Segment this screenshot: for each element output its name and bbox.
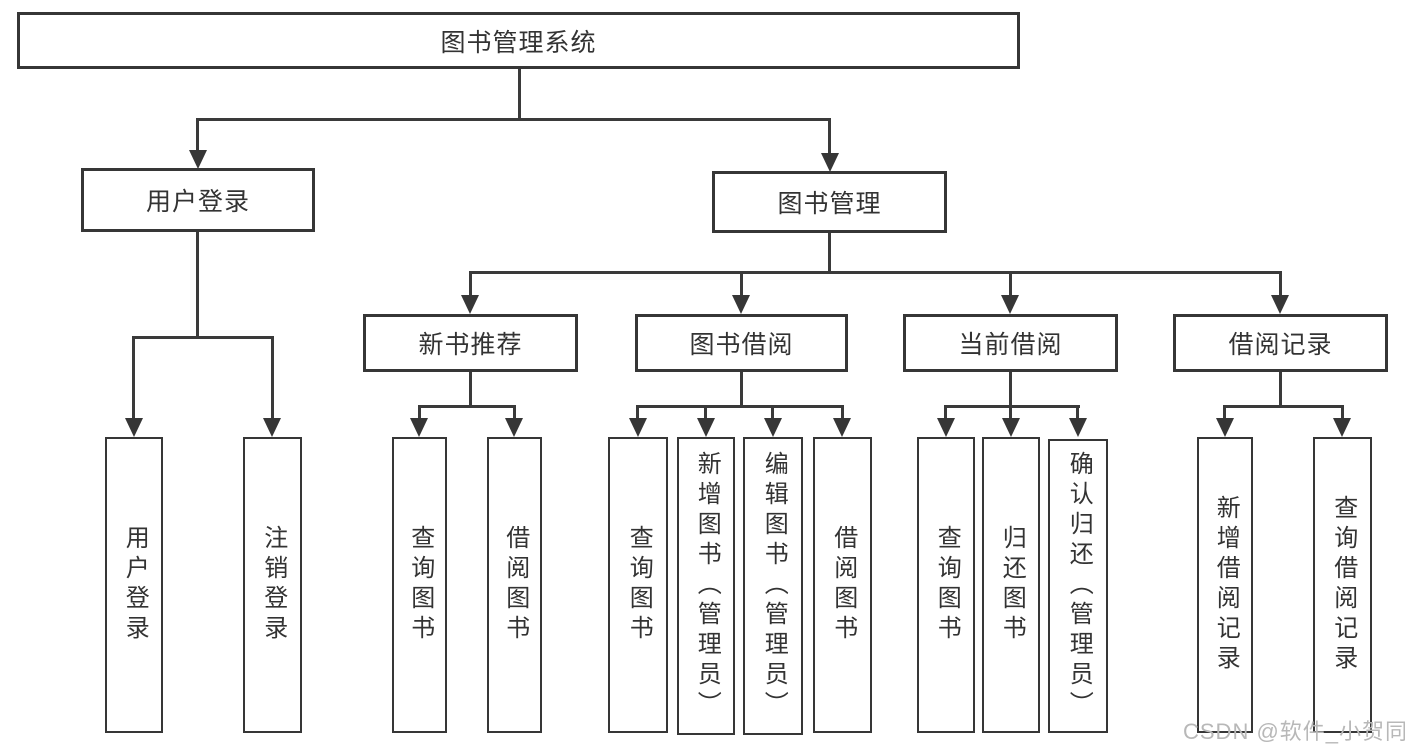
- leaf-label: 新增图书（管理员）: [693, 451, 721, 721]
- connector-newrec-stem: [469, 372, 472, 405]
- arrowhead-leaf: [263, 418, 281, 437]
- connector-leaf-shaft: [271, 336, 274, 420]
- arrowhead-leaf: [410, 418, 428, 437]
- node-borrowing-records: 借阅记录: [1173, 314, 1388, 372]
- arrowhead-leaf: [1002, 418, 1020, 437]
- connector-bookmgmt-stem: [828, 233, 831, 271]
- node-book-management: 图书管理: [712, 171, 947, 233]
- connector-midnode-shaft: [1279, 271, 1282, 297]
- node-current-borrowing: 当前借阅: [903, 314, 1118, 372]
- leaf-label: 归还图书: [998, 525, 1026, 645]
- arrowhead-leaf: [1333, 418, 1351, 437]
- connector-midnode-shaft: [469, 271, 472, 297]
- leaf-borrow-edit-books-admin: 编辑图书（管理员）: [743, 437, 803, 735]
- arrowhead-leaf: [1216, 418, 1234, 437]
- leaf-label: 查询图书: [406, 525, 434, 645]
- connector-userlogin-shaft: [196, 118, 199, 152]
- leaf-logout: 注销登录: [243, 437, 302, 733]
- arrowhead-leaf: [833, 418, 851, 437]
- node-label: 图书借阅: [689, 331, 794, 359]
- leaf-label: 编辑图书（管理员）: [760, 451, 788, 721]
- leaf-newrec-borrow-books: 借阅图书: [487, 437, 542, 733]
- arrowhead-leaf: [764, 418, 782, 437]
- arrowhead-leaf: [697, 418, 715, 437]
- connector-leaf-shaft: [132, 336, 135, 420]
- node-label: 图书管理系统: [440, 28, 597, 57]
- connector-borrow-bus: [636, 405, 843, 408]
- leaf-borrow-borrow-books: 借阅图书: [813, 437, 872, 733]
- arrowhead-midnode: [1271, 295, 1289, 314]
- arrowhead-leaf: [937, 418, 955, 437]
- arrowhead-leaf: [505, 418, 523, 437]
- connector-midnode-shaft: [740, 271, 743, 297]
- leaf-records-query-record: 查询借阅记录: [1313, 437, 1372, 733]
- arrowhead-midnode: [732, 295, 750, 314]
- connector-userlogin-stem: [196, 232, 199, 336]
- leaf-records-add-record: 新增借阅记录: [1197, 437, 1253, 733]
- arrowhead-leaf: [125, 418, 143, 437]
- leaf-label: 查询图书: [933, 525, 961, 645]
- connector-leaf-shaft: [704, 405, 707, 420]
- arrowhead-userlogin: [189, 150, 207, 169]
- leaf-user-login: 用户登录: [105, 437, 163, 733]
- leaf-current-return-books: 归还图书: [982, 437, 1040, 733]
- connector-newrec-bus: [418, 405, 516, 408]
- node-label: 当前借阅: [958, 331, 1063, 359]
- connector-leaf-shaft: [1009, 405, 1012, 420]
- node-label: 用户登录: [145, 188, 250, 216]
- leaf-label: 用户登录: [121, 525, 149, 645]
- connector-bookmgmt-shaft: [828, 118, 831, 154]
- leaf-borrow-query-books: 查询图书: [608, 437, 668, 733]
- arrowhead-midnode: [461, 295, 479, 314]
- connector-root-bus: [197, 118, 831, 121]
- node-label: 借阅记录: [1228, 331, 1333, 359]
- node-label: 新书推荐: [418, 331, 523, 359]
- connector-leaf-shaft: [771, 405, 774, 420]
- node-book-borrowing: 图书借阅: [635, 314, 848, 372]
- leaf-label: 借阅图书: [829, 525, 857, 645]
- leaf-label: 确认归还（管理员）: [1065, 451, 1093, 721]
- connector-leaf-shaft: [513, 405, 516, 420]
- arrowhead-leaf: [1069, 418, 1087, 437]
- arrowhead-midnode: [1001, 295, 1019, 314]
- connector-leaf-shaft: [1223, 405, 1226, 420]
- connector-leaf-shaft: [418, 405, 421, 420]
- connector-leaf-shaft: [636, 405, 639, 420]
- connector-leaf-shaft: [1341, 405, 1344, 420]
- arrowhead-bookmgmt: [821, 153, 839, 172]
- connector-root-stem: [518, 69, 521, 118]
- node-library-system: 图书管理系统: [17, 12, 1020, 69]
- node-user-login-group: 用户登录: [81, 168, 315, 232]
- csdn-watermark: CSDN @软件_小贺同学: [1183, 719, 1405, 744]
- connector-midnode-shaft: [1009, 271, 1012, 297]
- connector-borrow-stem: [740, 372, 743, 405]
- leaf-label: 新增借阅记录: [1212, 495, 1240, 675]
- leaf-label: 注销登录: [259, 525, 287, 645]
- connector-leaf-shaft: [1076, 405, 1079, 420]
- connector-current-stem: [1009, 372, 1012, 405]
- connector-records-stem: [1279, 372, 1282, 405]
- leaf-current-query-books: 查询图书: [917, 437, 975, 733]
- connector-bookmgmt-bus: [469, 271, 1282, 274]
- leaf-label: 查询借阅记录: [1329, 495, 1357, 675]
- node-label: 图书管理: [777, 190, 882, 218]
- arrowhead-leaf: [629, 418, 647, 437]
- connector-records-bus: [1223, 405, 1343, 408]
- connector-leaf-shaft: [944, 405, 947, 420]
- leaf-label: 借阅图书: [501, 525, 529, 645]
- node-new-book-recommend: 新书推荐: [363, 314, 578, 372]
- leaf-borrow-add-books-admin: 新增图书（管理员）: [677, 437, 735, 735]
- connector-userlogin-bus: [133, 336, 274, 339]
- connector-current-bus: [944, 405, 1080, 408]
- leaf-label: 查询图书: [625, 525, 653, 645]
- leaf-newrec-query-books: 查询图书: [392, 437, 447, 733]
- connector-leaf-shaft: [841, 405, 844, 420]
- leaf-current-confirm-return-admin: 确认归还（管理员）: [1048, 439, 1108, 733]
